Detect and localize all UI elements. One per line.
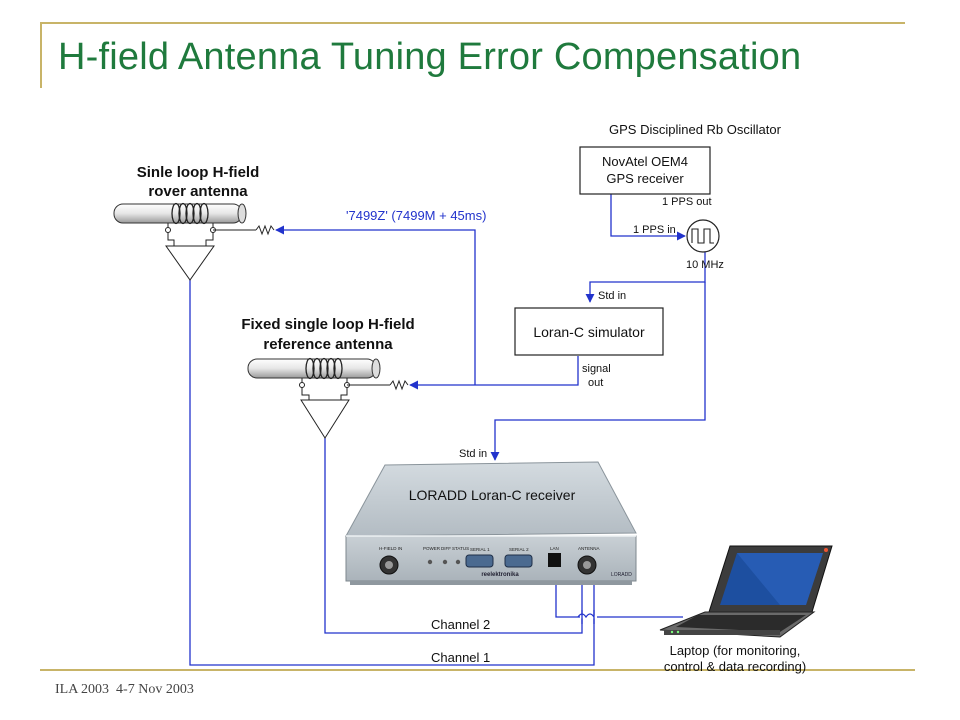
slide-footer: ILA 2003 4-7 Nov 2003 <box>55 682 194 697</box>
receiver-label: LORADD Loran-C receiver <box>409 487 576 503</box>
gps-group-label: GPS Disciplined Rb Oscillator <box>609 122 782 137</box>
frame-top-rule <box>40 22 905 24</box>
rover-antenna <box>113 202 275 281</box>
panel-label-diff: DIFF <box>441 546 451 551</box>
pps-out-label: 1 PPS out <box>662 196 712 208</box>
panel-brand: reelektronika <box>481 572 519 578</box>
frame-left-rule <box>40 22 42 88</box>
std-in-sim-label: Std in <box>598 290 626 302</box>
panel-model: LORADD <box>611 572 632 578</box>
signal-out-line1: signal <box>582 363 611 375</box>
lan-port <box>548 553 561 567</box>
serial2-port <box>504 554 533 568</box>
std-in-receiver-wire <box>490 282 706 461</box>
rover-antenna-line2: rover antenna <box>148 183 248 200</box>
reference-antenna-line2: reference antenna <box>263 336 393 353</box>
serial1-port <box>465 554 494 568</box>
gps-receiver-line1: NovAtel OEM4 <box>602 154 688 169</box>
rover-resistor-icon <box>255 224 275 236</box>
rover-coil-icon <box>171 202 209 225</box>
delay-label: '7499Z' (7499M + 45ms) <box>346 208 486 223</box>
simulator-label: Loran-C simulator <box>533 324 645 340</box>
panel-label-power: POWER <box>423 546 441 551</box>
reference-amplifier-icon <box>300 399 350 439</box>
std-in-sim-wire <box>585 252 706 303</box>
rover-antenna-line1: Sinle loop H-field <box>137 164 260 181</box>
diff-led <box>442 559 448 565</box>
std-in-receiver-label: Std in <box>459 448 487 460</box>
gps-receiver-line2: GPS receiver <box>606 171 684 186</box>
square-wave-icon <box>691 228 714 244</box>
panel-label-serial2: SERIAL 2 <box>509 547 529 552</box>
laptop-label-line1: Laptop (for monitoring, <box>670 643 801 658</box>
slide-title: H-field Antenna Tuning Error Compensatio… <box>58 36 802 78</box>
channel1-label: Channel 1 <box>431 650 490 665</box>
power-led <box>427 559 433 565</box>
lan-wire <box>555 585 683 618</box>
panel-label-antenna: ANTENNA <box>578 546 600 551</box>
panel-label-hfield: H-FIELD IN <box>379 546 402 551</box>
signal-wires <box>189 194 706 666</box>
rb-oscillator-symbol <box>686 219 720 253</box>
laptop-icon <box>659 545 833 638</box>
channel2-wire <box>324 438 587 634</box>
reference-coil-icon <box>305 357 343 380</box>
pps-wire <box>610 194 686 241</box>
rover-injection-wire <box>275 225 476 385</box>
rover-amplifier-icon <box>165 245 215 281</box>
gps-receiver-box <box>579 146 711 195</box>
reference-antenna-line1: Fixed single loop H-field <box>241 316 414 333</box>
channel2-label: Channel 2 <box>431 617 490 632</box>
reference-resistor-icon <box>389 379 409 391</box>
loradd-receiver <box>345 461 637 585</box>
signal-out-wire <box>475 356 579 386</box>
panel-label-status: STATUS <box>452 546 469 551</box>
panel-label-serial1: SERIAL 1 <box>470 547 490 552</box>
pps-in-label: 1 PPS in <box>633 224 676 236</box>
reference-antenna <box>247 357 409 439</box>
laptop-label-line2: control & data recording) <box>664 659 806 674</box>
panel-label-lan: LAN <box>550 546 559 551</box>
status-led <box>455 559 461 565</box>
simulator-box <box>514 307 664 356</box>
frame-bottom-rule <box>40 669 915 671</box>
signal-out-line2: out <box>588 377 603 389</box>
ten-mhz-label: 10 MHz <box>686 259 724 271</box>
